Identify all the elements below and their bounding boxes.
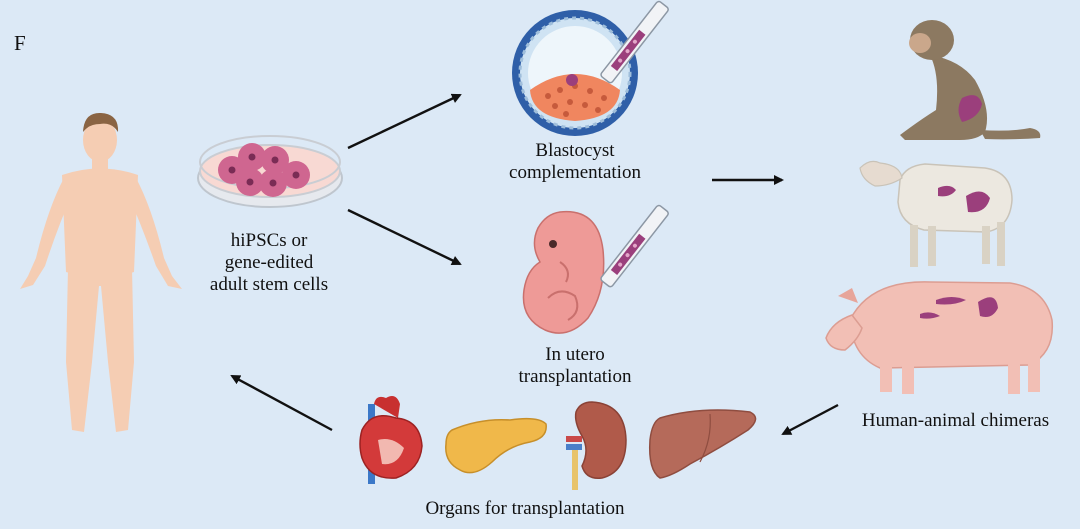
- organs-label: Organs for transplantation: [425, 498, 625, 519]
- chimeras-label: Human-animal chimeras: [861, 410, 1050, 431]
- panel-letter: F: [14, 31, 26, 55]
- embryo-icon: [522, 204, 669, 334]
- arrow-to-human: [230, 374, 333, 432]
- blastocyst-icon: [512, 0, 669, 136]
- heart-icon: [359, 396, 423, 484]
- in-utero-label: In utero transplantation: [490, 344, 660, 388]
- blastocyst-label: Blastocyst complementation: [490, 140, 660, 184]
- arrow-to-utero: [347, 208, 462, 266]
- arrow-to-organs: [781, 403, 839, 436]
- in-utero-label-line: In utero: [545, 344, 605, 365]
- arrow-to-blastocyst: [347, 93, 462, 150]
- in-utero-label-line: transplantation: [518, 366, 632, 387]
- blastocyst-label-line: Blastocyst: [535, 140, 615, 161]
- petri-dish-icon: [197, 135, 343, 208]
- monkey-icon: [900, 20, 1041, 140]
- stem-cells-label-line: hiPSCs or: [230, 230, 308, 251]
- liver-icon: [648, 409, 757, 479]
- human-figure-icon: [20, 112, 182, 432]
- pig-icon: [825, 281, 1054, 394]
- kidney-icon: [566, 401, 627, 490]
- blastocyst-label-line: complementation: [509, 162, 641, 183]
- pancreas-icon: [445, 417, 547, 474]
- stem-cells-label: hiPSCs or gene-edited adult stem cells: [184, 230, 354, 296]
- stem-cells-label-line: gene-edited: [224, 252, 314, 273]
- stem-cells-label-line: adult stem cells: [209, 274, 329, 295]
- sheep-icon: [859, 160, 1013, 267]
